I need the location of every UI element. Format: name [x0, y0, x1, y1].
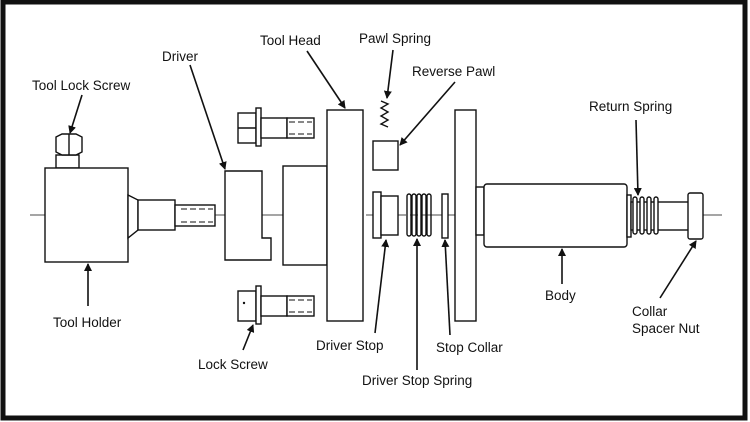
driver	[224, 170, 272, 261]
tool-holder	[44, 133, 216, 263]
label-tool-lock-screw: Tool Lock Screw	[32, 78, 131, 93]
label-pawl-spring: Pawl Spring	[359, 31, 431, 46]
label-tool-holder: Tool Holder	[53, 315, 122, 330]
label-collar-spacer-nut-line2: Spacer Nut	[632, 321, 700, 336]
stop-collar	[441, 193, 449, 239]
label-stop-collar: Stop Collar	[436, 340, 503, 355]
label-driver-stop-spring: Driver Stop Spring	[362, 373, 472, 388]
label-return-spring: Return Spring	[589, 99, 672, 114]
label-tool-head: Tool Head	[260, 33, 321, 48]
label-driver-stop: Driver Stop	[316, 338, 384, 353]
label-driver: Driver	[162, 49, 199, 64]
return-spring	[632, 196, 659, 235]
body-flange-plate	[454, 109, 477, 322]
pawl-spring	[379, 100, 390, 128]
driver-stop-spring	[406, 193, 432, 237]
collar-spacer-nut	[687, 192, 704, 240]
reverse-pawl	[372, 140, 399, 171]
leader-arrows	[68, 49, 697, 370]
label-body: Body	[545, 288, 576, 303]
tool-head	[282, 109, 364, 322]
lock-screw-top	[237, 107, 315, 147]
label-lock-screw: Lock Screw	[198, 357, 268, 372]
label-collar-spacer-nut-line1: Collar	[632, 304, 668, 319]
label-reverse-pawl: Reverse Pawl	[412, 64, 495, 79]
driver-stop	[372, 191, 399, 239]
lock-screw-bottom	[237, 285, 315, 325]
